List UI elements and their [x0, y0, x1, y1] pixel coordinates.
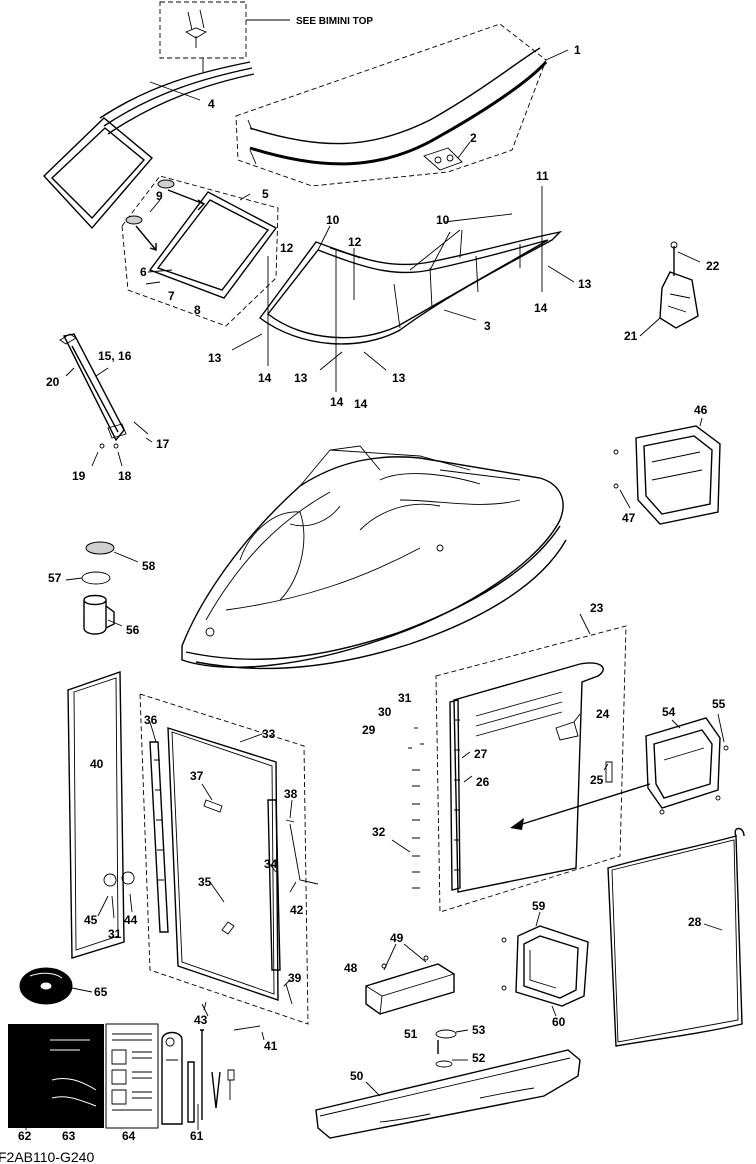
label-17: 17 [156, 437, 170, 451]
label-50: 50 [350, 1069, 364, 1083]
label-32: 32 [372, 825, 386, 839]
label-49: 49 [390, 931, 404, 945]
see-bimini-top-note: SEE BIMINI TOP [296, 16, 373, 27]
label-22: 22 [706, 259, 720, 273]
label-45: 45 [84, 913, 98, 927]
part-3-windshield [231, 186, 575, 392]
label-13b: 13 [208, 351, 222, 365]
label-34: 34 [264, 857, 278, 871]
label-61: 61 [190, 1129, 204, 1143]
label-59: 59 [532, 899, 546, 913]
parts-23-32-panel [391, 613, 651, 913]
label-60: 60 [552, 1015, 566, 1029]
label-20: 20 [46, 375, 60, 389]
label-11: 11 [536, 169, 549, 183]
label-14c: 14 [330, 395, 344, 409]
parts-54-55-hatch [645, 713, 729, 815]
label-9: 9 [156, 189, 163, 203]
label-64: 64 [122, 1129, 136, 1143]
label-24: 24 [596, 707, 610, 721]
label-42: 42 [290, 903, 304, 917]
label-43: 43 [194, 1013, 208, 1027]
label-14b: 14 [258, 371, 272, 385]
label-62: 62 [18, 1129, 32, 1143]
label-12b: 12 [348, 235, 362, 249]
label-38: 38 [284, 787, 298, 801]
boat-hull [181, 445, 567, 670]
label-31b: 31 [108, 927, 122, 941]
parts-48-49-box [365, 943, 455, 1015]
part-50-rail [315, 1049, 581, 1139]
parts-62-64-manuals [8, 1023, 159, 1130]
bimini-top-inset: SEE BIMINI TOP [159, 1, 373, 72]
label-65: 65 [94, 985, 108, 999]
part-40-panel [67, 671, 125, 959]
label-48: 48 [344, 961, 358, 975]
part-number-labels: 1 2 3 4 5 6 7 8 9 10 10 11 12 12 13 13 1… [18, 43, 726, 1143]
label-13d: 13 [392, 371, 406, 385]
part-1-deck [235, 23, 569, 187]
label-14a: 14 [534, 301, 548, 315]
label-57: 57 [48, 571, 62, 585]
label-54: 54 [662, 705, 676, 719]
part-28-cover [607, 827, 745, 1047]
label-36: 36 [144, 713, 158, 727]
label-63: 63 [62, 1129, 76, 1143]
label-8: 8 [194, 303, 201, 317]
parts-59-60-box [501, 911, 589, 1017]
label-58: 58 [142, 559, 156, 573]
label-26: 26 [476, 775, 490, 789]
label-29: 29 [362, 723, 376, 737]
label-23: 23 [590, 601, 604, 615]
label-19: 19 [72, 469, 86, 483]
label-21: 21 [624, 329, 638, 343]
label-41: 41 [264, 1039, 278, 1053]
label-28: 28 [688, 915, 702, 929]
label-37: 37 [190, 769, 204, 783]
label-10b: 10 [436, 213, 450, 227]
parts-46-47-hatch [613, 417, 721, 525]
label-52: 52 [472, 1051, 486, 1065]
label-14d: 14 [354, 397, 368, 411]
label-6: 6 [140, 265, 147, 279]
label-56: 56 [126, 623, 140, 637]
label-13c: 13 [294, 371, 308, 385]
parts-21-22-fitting [639, 241, 701, 337]
label-30: 30 [378, 705, 392, 719]
label-15-16: 15, 16 [98, 349, 132, 363]
label-7: 7 [168, 289, 175, 303]
label-2: 2 [470, 131, 477, 145]
parts-5-9-window [121, 175, 279, 327]
label-27: 27 [474, 747, 488, 761]
part-4-frame [43, 61, 255, 230]
parts-56-58 [65, 541, 139, 635]
part-61-tools [161, 1029, 235, 1130]
label-33: 33 [262, 727, 276, 741]
drawing-code: F2AB110-G240 [0, 1149, 94, 1164]
label-31a: 31 [398, 691, 412, 705]
label-4: 4 [208, 97, 215, 111]
label-39: 39 [288, 971, 302, 985]
label-10a: 10 [326, 213, 340, 227]
label-1: 1 [574, 43, 581, 57]
label-55: 55 [712, 697, 726, 711]
label-35: 35 [198, 875, 212, 889]
label-53: 53 [472, 1023, 486, 1037]
label-47: 47 [622, 511, 636, 525]
label-25: 25 [590, 773, 604, 787]
label-44: 44 [124, 913, 138, 927]
label-3: 3 [484, 319, 491, 333]
label-12a: 12 [280, 241, 294, 255]
label-51: 51 [404, 1027, 418, 1041]
parts-51-53 [435, 1029, 469, 1068]
label-40: 40 [90, 757, 104, 771]
label-46: 46 [694, 403, 708, 417]
part-65-disc [19, 967, 93, 1005]
parts-33-45-door [97, 693, 319, 1041]
label-13a: 13 [578, 277, 592, 291]
label-5: 5 [262, 187, 269, 201]
parts-15-20-strut [59, 333, 153, 467]
label-18: 18 [118, 469, 132, 483]
